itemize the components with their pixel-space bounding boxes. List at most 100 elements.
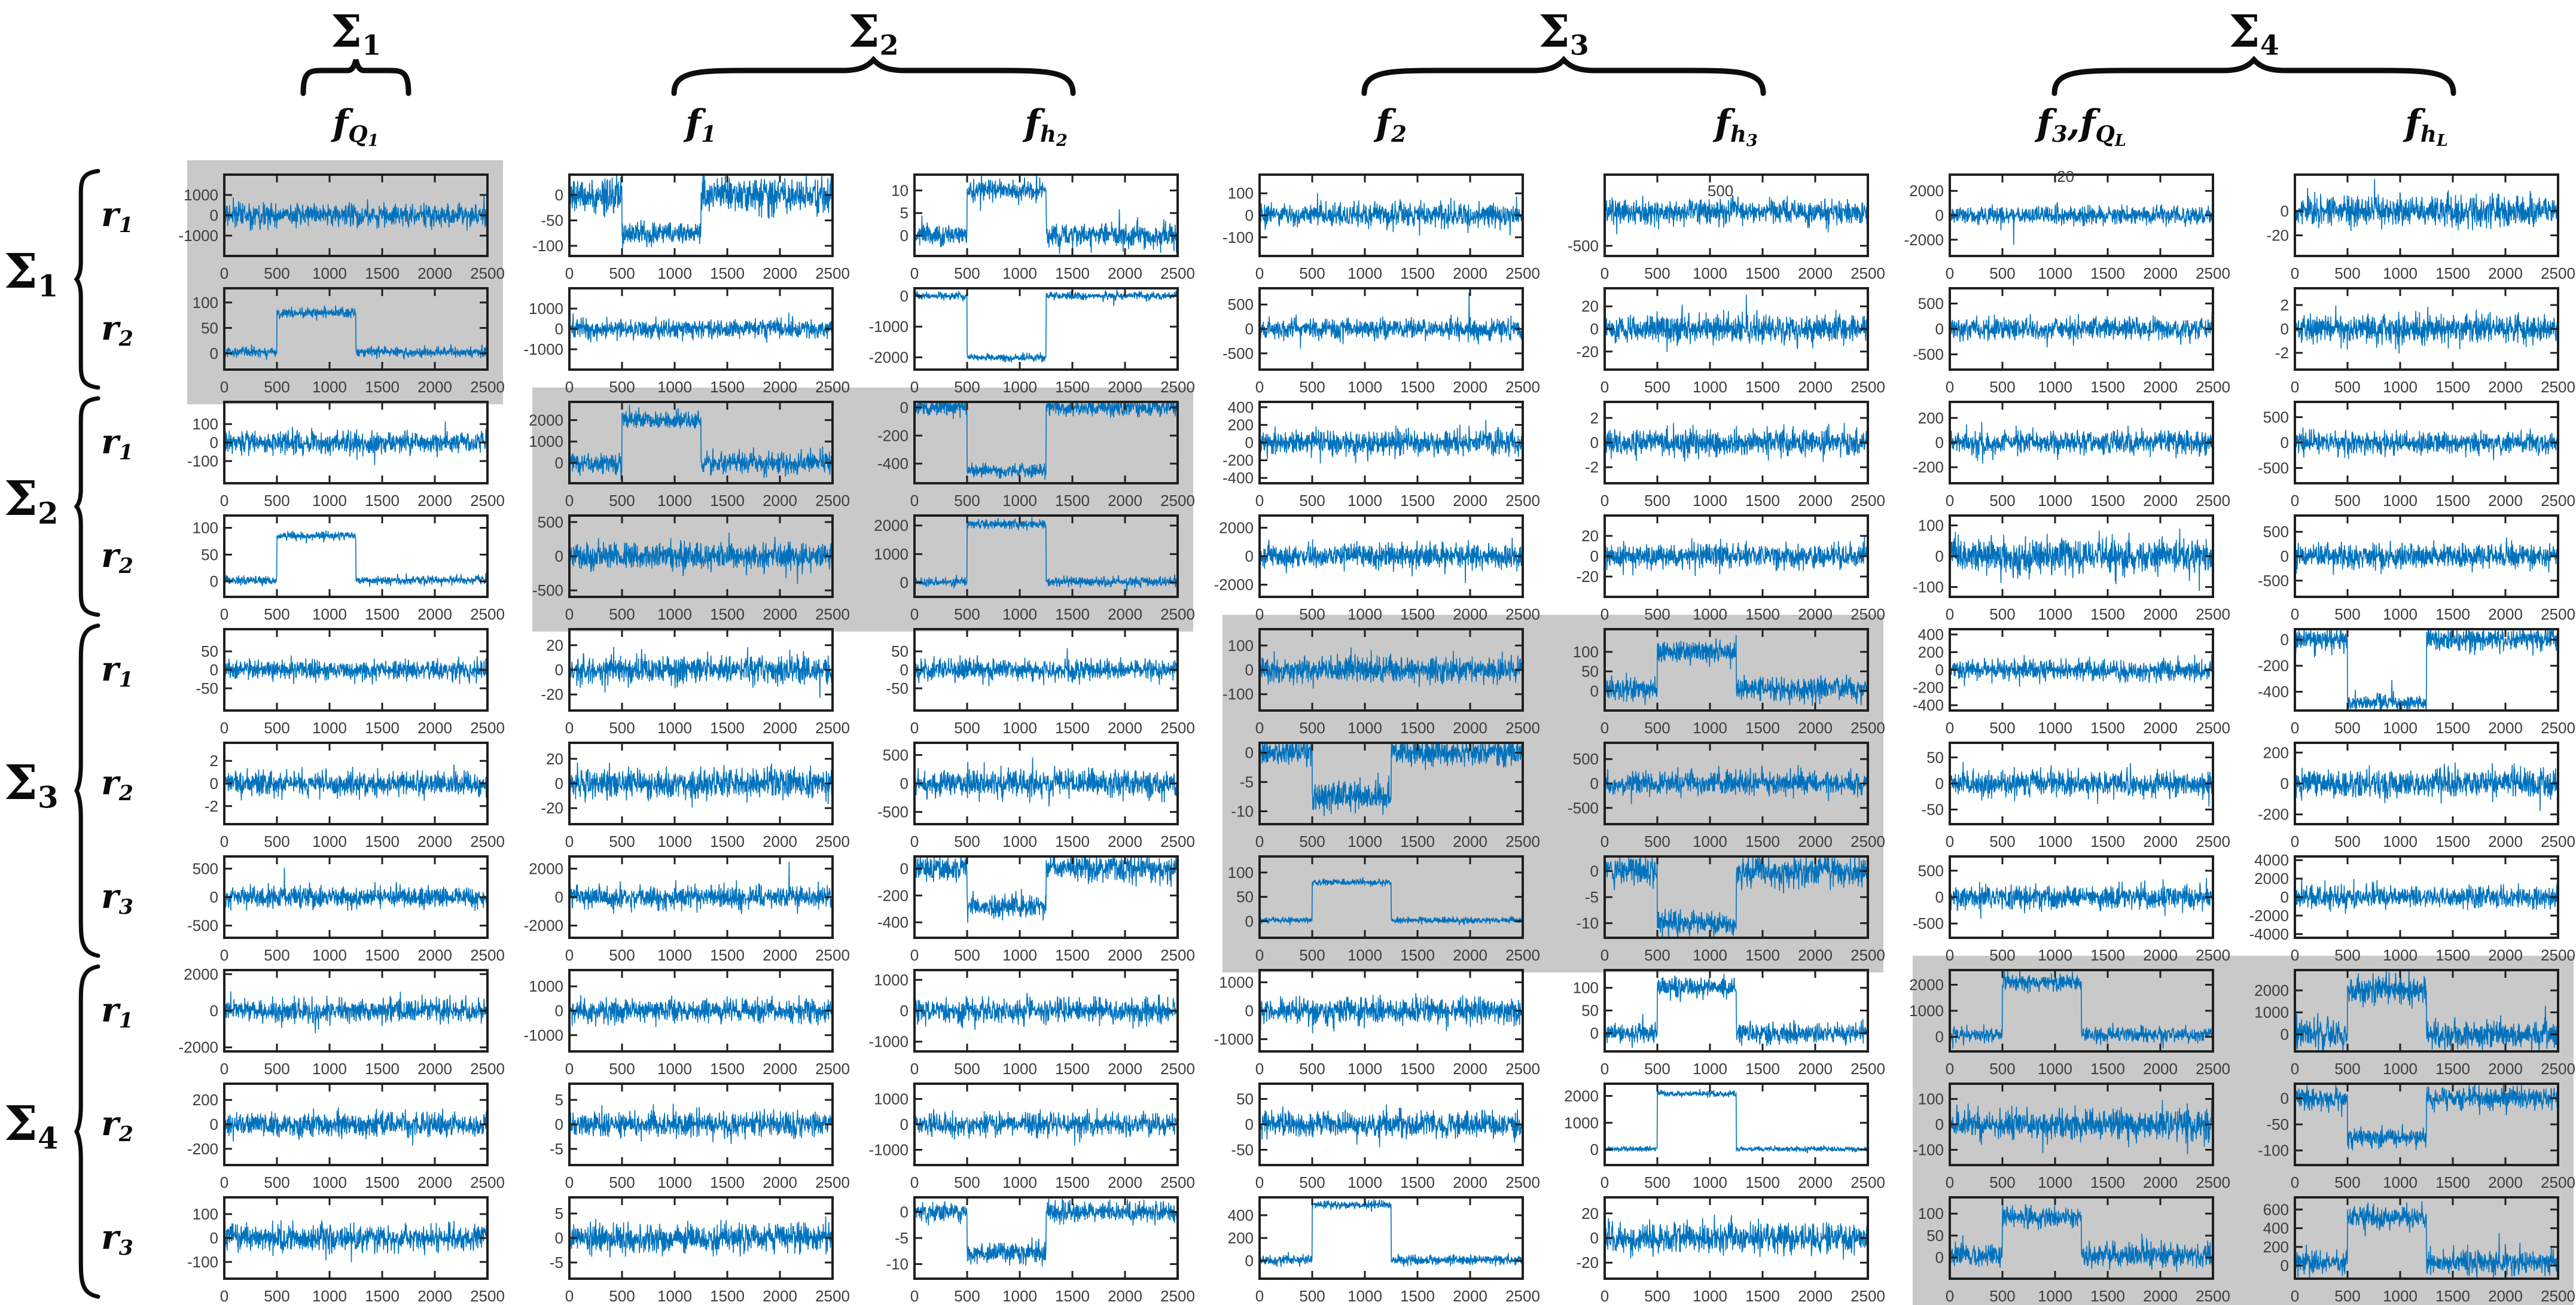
x-tick-label: 0 [220, 719, 228, 737]
x-tick-label: 0 [2291, 1060, 2299, 1078]
x-tick-label: 2000 [2488, 605, 2523, 623]
y-tick-label: 500 [883, 746, 909, 764]
x-tick-label: 2500 [2196, 1060, 2230, 1078]
y-tick-label: 4000 [2254, 851, 2289, 869]
x-tick-label: 2000 [1453, 378, 1487, 396]
x-tick-label: 1500 [365, 833, 400, 850]
x-tick-label: 2000 [2488, 833, 2523, 850]
y-tick-label: -5 [550, 1140, 563, 1158]
x-tick-label: 1000 [657, 1173, 692, 1191]
column-group-brace-sigma4 [2051, 56, 2456, 96]
y-tick-label: 0 [1245, 912, 1254, 930]
x-tick-label: 1500 [2090, 946, 2125, 964]
x-tick-label: 2500 [815, 719, 850, 737]
x-tick-label: 0 [1601, 1060, 1609, 1078]
x-tick-label: 1500 [710, 1173, 745, 1191]
x-tick-label: 0 [1946, 378, 1954, 396]
x-tick-label: 500 [1989, 1287, 2015, 1305]
x-tick-label: 2500 [1505, 833, 1540, 850]
x-tick-label: 2500 [2541, 264, 2575, 282]
y-tick-label: 0 [555, 186, 563, 204]
x-tick-label: 1000 [1002, 1173, 1037, 1191]
x-tick-label: 2000 [1798, 833, 1833, 850]
column-group-label-sigma2: Σ2 [848, 6, 898, 61]
x-tick-label: 2500 [470, 1060, 505, 1078]
y-tick-label: 2000 [1909, 182, 1944, 200]
x-tick-label: 0 [910, 719, 919, 737]
axes-box [1949, 401, 2214, 484]
axes-box [568, 855, 834, 939]
x-tick-label: 2000 [2143, 1173, 2178, 1191]
x-tick-label: 1000 [657, 833, 692, 850]
x-tick-label: 1500 [1400, 1173, 1435, 1191]
x-tick-label: 1000 [2038, 605, 2072, 623]
x-tick-label: 0 [565, 833, 574, 850]
x-tick-label: 500 [609, 1173, 635, 1191]
x-tick-label: 0 [1946, 1060, 1954, 1078]
row-group-label-sigma2: Σ2 [4, 470, 58, 530]
x-tick-label: 1500 [2435, 833, 2470, 850]
y-tick-label: 50 [1581, 1002, 1599, 1020]
x-tick-label: 0 [1946, 1173, 1954, 1191]
x-tick-label: 2500 [1505, 492, 1540, 510]
y-tick-label: -400 [1223, 469, 1254, 487]
x-tick-label: 2500 [1851, 719, 1885, 737]
x-tick-label: 500 [2334, 719, 2360, 737]
signal-trace [225, 196, 487, 231]
axes-box [2294, 855, 2559, 939]
x-tick-label: 2000 [1798, 378, 1833, 396]
column-header-fQ1: fQ1 [330, 102, 379, 150]
y-tick-label: -1000 [524, 340, 564, 358]
axes-box [223, 742, 489, 825]
x-tick-label: 2500 [815, 378, 850, 396]
x-tick-label: 2500 [2196, 605, 2230, 623]
signal-trace [1950, 312, 2212, 347]
x-tick-label: 2500 [470, 833, 505, 850]
axes-box [1258, 173, 1524, 257]
axes-box [1603, 401, 1869, 484]
x-tick-label: 0 [910, 605, 919, 623]
y-tick-label: 2000 [529, 411, 563, 429]
x-tick-label: 0 [910, 264, 919, 282]
signal-trace [1260, 420, 1522, 464]
y-tick-label: 2000 [184, 965, 218, 983]
signal-trace [570, 1216, 832, 1258]
signal-trace [2295, 762, 2557, 812]
y-tick-label: 0 [210, 1115, 218, 1133]
x-tick-label: 2000 [417, 1173, 452, 1191]
y-tick-label: 0 [2281, 1089, 2289, 1107]
y-tick-label: 0 [555, 547, 563, 565]
x-tick-label: 500 [954, 1060, 980, 1078]
y-tick-label: -2000 [179, 1038, 219, 1056]
x-tick-label: 0 [1601, 719, 1609, 737]
x-tick-label: 2000 [2143, 264, 2178, 282]
y-tick-label: -500 [1913, 914, 1944, 932]
x-tick-label: 2500 [2541, 1173, 2575, 1191]
x-tick-label: 500 [2334, 946, 2360, 964]
x-tick-label: 0 [220, 1173, 228, 1191]
axes-box [568, 628, 834, 712]
x-tick-label: 500 [1989, 605, 2015, 623]
x-tick-label: 1000 [2383, 378, 2418, 396]
x-tick-label: 2000 [1108, 1173, 1142, 1191]
y-tick-label: 20 [546, 750, 563, 768]
x-tick-label: 1500 [2435, 264, 2470, 282]
x-tick-label: 0 [1946, 605, 1954, 623]
x-tick-label: 1000 [657, 946, 692, 964]
x-tick-label: 2500 [1851, 1060, 1885, 1078]
x-tick-label: 1000 [1693, 605, 1727, 623]
column-header-fh2: fh2 [1022, 102, 1068, 150]
x-tick-label: 1500 [1055, 378, 1090, 396]
x-tick-label: 1500 [365, 1287, 400, 1305]
row-group-brace-sigma3 [74, 623, 100, 958]
x-tick-label: 2000 [2143, 1287, 2178, 1305]
x-tick-label: 1000 [312, 492, 347, 510]
